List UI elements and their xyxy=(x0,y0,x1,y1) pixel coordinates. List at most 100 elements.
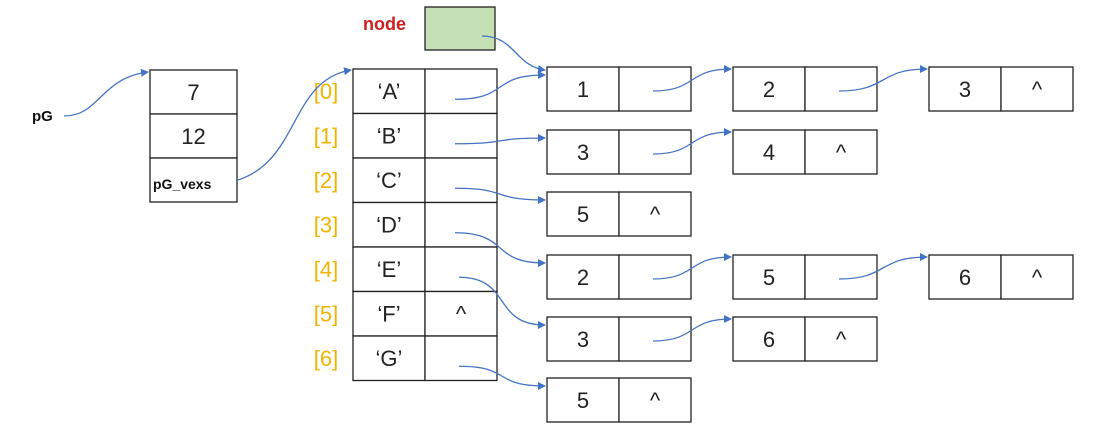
pg-vexs-cell xyxy=(149,157,238,203)
vertex-firstarc-cell xyxy=(424,157,498,204)
vertex-data-value: ‘F’ xyxy=(377,302,400,327)
vertex-array: [0]‘A’[1]‘B’[2]‘C’[3]‘D’[4]‘E’[5]‘F’^[6]… xyxy=(314,68,498,382)
vertex-index: [5] xyxy=(314,302,338,327)
edge-node-next-cell xyxy=(618,254,692,300)
firstarc-arrow xyxy=(454,232,546,267)
edge-node-next-cell xyxy=(1000,66,1074,112)
vertex-firstarc-cell xyxy=(424,201,498,248)
vertex-index: [0] xyxy=(314,79,338,104)
pg-label: pG xyxy=(32,108,53,125)
vertex-data-value: ‘D’ xyxy=(376,213,402,238)
vertex-data-value: ‘B’ xyxy=(377,124,401,149)
edge-node-next: ^ xyxy=(1032,265,1043,290)
edge-node: 6^ xyxy=(732,316,878,362)
edge-node-adjvex: 5 xyxy=(577,202,589,227)
edge-node-adjvex: 3 xyxy=(959,77,971,102)
edge-node-adjvex: 3 xyxy=(577,140,589,165)
pg-vexnum-value: 7 xyxy=(187,80,199,105)
vertex-data-value: ‘A’ xyxy=(378,79,401,104)
edge-node: 3 xyxy=(546,316,692,362)
edge-node: 3 xyxy=(546,129,692,175)
edge-node: 4^ xyxy=(732,129,878,175)
edge-node-adjvex-cell xyxy=(928,66,1002,112)
edge-node: 2 xyxy=(546,254,692,300)
edge-node-adjvex-cell xyxy=(732,129,806,175)
edge-node: 6^ xyxy=(928,254,1074,300)
node-label: node xyxy=(363,14,406,34)
edge-node-next: ^ xyxy=(1032,77,1043,102)
edge-node-adjvex: 1 xyxy=(577,77,589,102)
edge-node-adjvex: 3 xyxy=(577,327,589,352)
vertex-data-value: ‘G’ xyxy=(376,346,403,371)
vertex-index: [1] xyxy=(314,124,338,149)
firstarc-arrow xyxy=(454,71,546,100)
vertex-data-cell xyxy=(352,246,426,293)
pg-vexnum-cell xyxy=(149,69,238,115)
edge-node: 1 xyxy=(546,66,692,112)
edge-node-adjvex: 4 xyxy=(763,140,775,165)
vertex-row: [4] ‘E’ xyxy=(314,246,498,293)
edge-node-next-cell xyxy=(804,316,878,362)
edge-node-adjvex: 5 xyxy=(577,388,589,413)
vertex-row: [6] ‘G’ xyxy=(314,335,498,382)
edge-node-adjvex-cell xyxy=(546,129,620,175)
vertex-row: [5]‘F’^ xyxy=(314,290,498,337)
vexs-pointer-arrow xyxy=(237,67,352,181)
next-arrow xyxy=(652,128,732,155)
edge-node-adjvex: 6 xyxy=(959,265,971,290)
pg-arcnum-cell xyxy=(149,113,238,159)
vertex-row: [0] ‘A’ xyxy=(314,68,498,115)
vertex-firstarc-cell xyxy=(424,290,498,337)
edge-node-next: ^ xyxy=(836,327,847,352)
edge-node-adjvex-cell xyxy=(546,66,620,112)
edge-node: 2 xyxy=(732,66,878,112)
vertex-firstarc-cell xyxy=(424,335,498,382)
next-arrow xyxy=(838,253,928,280)
edge-node-next-cell xyxy=(804,254,878,300)
edge-node-adjvex-cell xyxy=(546,316,620,362)
pg-struct: 7 12 pG_vexs xyxy=(149,69,238,203)
vertex-firstarc-cell xyxy=(424,112,498,159)
edge-node-next-cell xyxy=(804,66,878,112)
edge-node-next-cell xyxy=(618,191,692,237)
firstarc-arrow xyxy=(458,365,546,390)
edge-node-next-cell xyxy=(618,377,692,423)
edge-node-next: ^ xyxy=(650,388,661,413)
edge-node: 3^ xyxy=(928,66,1074,112)
edge-node-next-cell xyxy=(618,66,692,112)
edge-node-next-cell xyxy=(618,316,692,362)
edge-node-next-cell xyxy=(618,129,692,175)
vertex-firstarc-cell xyxy=(424,68,498,115)
edge-node: 5^ xyxy=(546,191,692,237)
edge-node-next: ^ xyxy=(650,202,661,227)
vertex-row: [2] ‘C’ xyxy=(314,157,498,204)
next-arrow xyxy=(652,253,732,280)
vertex-index: [4] xyxy=(314,257,338,282)
edge-node-adjvex-cell xyxy=(732,254,806,300)
edge-node: 5 xyxy=(732,254,878,300)
firstarc-arrow xyxy=(458,276,546,329)
edge-node-adjvex-cell xyxy=(546,254,620,300)
vertex-index: [2] xyxy=(314,168,338,193)
next-arrow xyxy=(838,65,928,92)
vertex-row: [1] ‘B’ xyxy=(314,112,498,159)
edge-node-adjvex: 2 xyxy=(763,77,775,102)
edge-node-adjvex-cell xyxy=(928,254,1002,300)
vertex-data-cell xyxy=(352,157,426,204)
pg-pointer-arrow xyxy=(63,68,149,117)
next-arrow xyxy=(652,65,732,92)
vertex-data-value: ‘C’ xyxy=(376,168,402,193)
edge-node-adjvex-cell xyxy=(546,377,620,423)
edge-node: 5^ xyxy=(546,377,692,423)
vertex-data-value: ‘E’ xyxy=(377,257,401,282)
vertex-index: [3] xyxy=(314,213,338,238)
node-legend-arrow xyxy=(481,35,546,74)
edge-node-adjvex-cell xyxy=(732,66,806,112)
edge-node-adjvex: 6 xyxy=(763,327,775,352)
pointer-arrows xyxy=(63,35,928,390)
node-legend-box xyxy=(424,6,496,51)
pg-arcnum-value: 12 xyxy=(181,124,205,149)
vertex-index: [6] xyxy=(314,346,338,371)
